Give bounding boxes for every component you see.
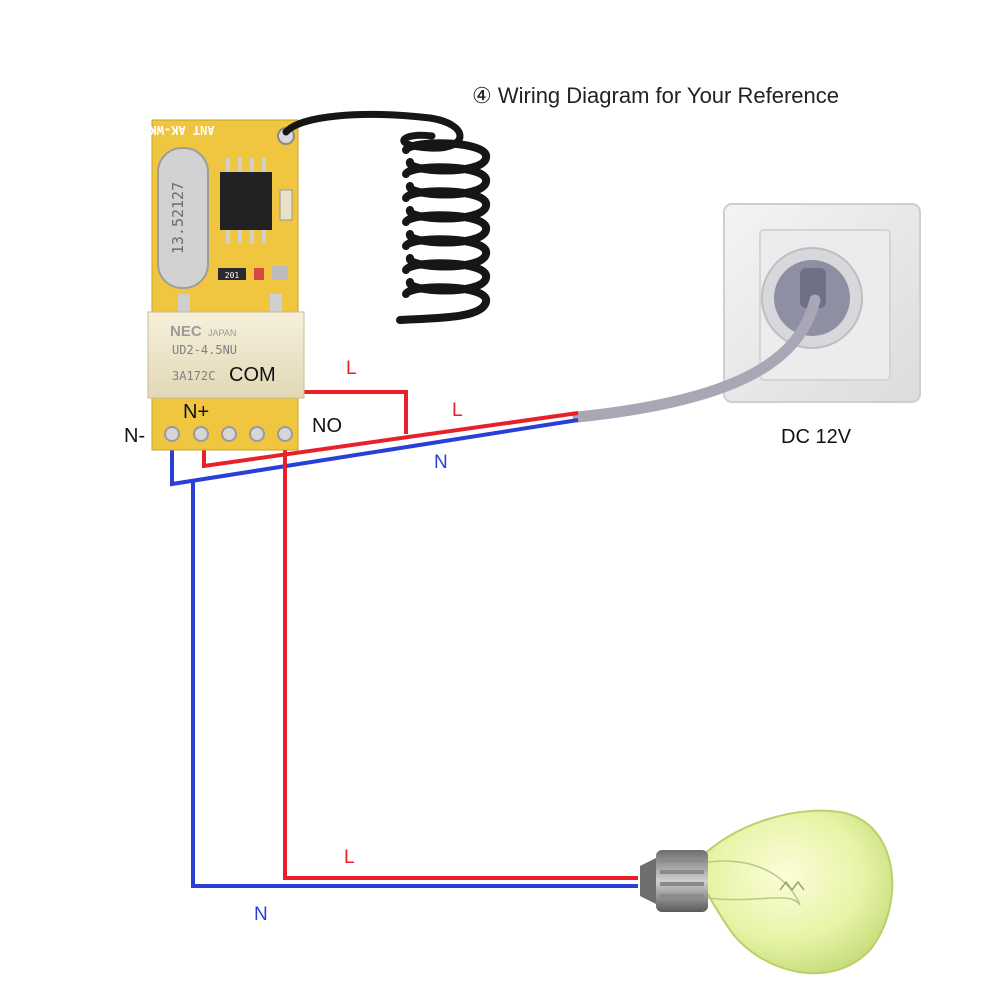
terminal-label-n-plus: N+ xyxy=(183,401,209,423)
wire-label-l-supply: L xyxy=(452,400,463,421)
pcb-silk-label: ANT AK-WK xyxy=(149,123,215,137)
wire-label-n-supply: N xyxy=(434,452,448,473)
receiver-module: ANT AK-WK 13.52127 201 NEC JAPAN UD2-4.5… xyxy=(147,119,305,451)
wire-label-n-lamp: N xyxy=(254,904,268,925)
light-bulb xyxy=(640,809,894,975)
crystal-marking: 13.52127 xyxy=(169,182,187,254)
relay-model: UD2-4.5NU xyxy=(172,343,237,357)
antenna xyxy=(282,110,490,324)
power-cable xyxy=(572,294,821,423)
relay-brand: NEC xyxy=(170,323,202,340)
live-wire-lamp xyxy=(283,436,638,880)
pad-no xyxy=(277,426,293,442)
relay-lot: 3A172C xyxy=(172,369,215,383)
wire-label-l-lamp: L xyxy=(344,847,355,868)
ic-chip xyxy=(220,158,272,244)
diagram-title: ④ Wiring Diagram for Your Reference xyxy=(472,83,839,108)
power-source-label: DC 12V xyxy=(781,426,852,448)
terminal-label-no: NO xyxy=(312,415,342,437)
terminal-label-n-minus: N- xyxy=(124,425,145,447)
wire-label-l-link: L xyxy=(346,358,357,379)
pad-n-minus xyxy=(164,426,180,442)
resistor-marking: 201 xyxy=(225,271,240,280)
neutral-wire-lamp xyxy=(191,481,638,888)
relay-origin: JAPAN xyxy=(208,328,236,338)
pad-com xyxy=(249,426,265,442)
pad-n-plus xyxy=(193,426,209,442)
terminal-label-com: COM xyxy=(229,364,276,386)
bulb-base xyxy=(640,850,708,912)
